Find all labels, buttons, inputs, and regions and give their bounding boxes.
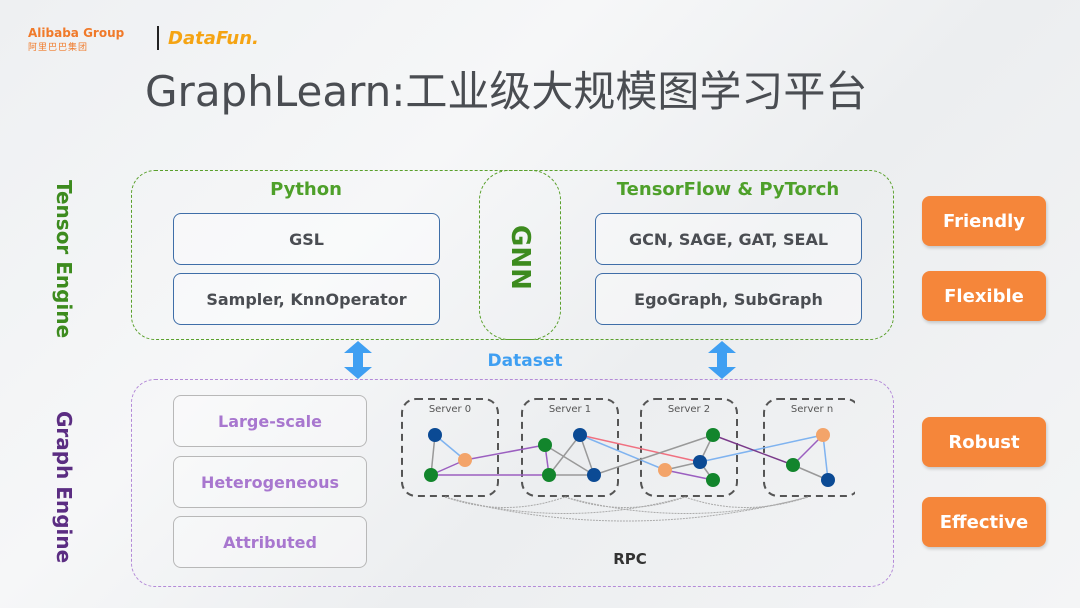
node	[816, 428, 830, 442]
python-heading: Python	[270, 179, 342, 200]
node	[573, 428, 587, 442]
feature-heterogeneous: Heterogeneous	[173, 456, 367, 508]
node	[658, 463, 672, 477]
node	[458, 453, 472, 467]
server-label: Server 0	[429, 404, 471, 415]
tensor-engine-label: Tensor Engine	[52, 180, 76, 339]
gsl-box: GSL	[173, 213, 440, 265]
node	[538, 438, 552, 452]
graph-nodes	[424, 428, 835, 487]
node	[428, 428, 442, 442]
property-robust[interactable]: Robust	[922, 417, 1046, 467]
property-flexible[interactable]: Flexible	[922, 271, 1046, 321]
rpc-label: RPC	[613, 550, 647, 568]
alibaba-logo-text: Alibaba Group	[28, 26, 125, 40]
node	[821, 473, 835, 487]
feature-large-scale: Large-scale	[173, 395, 367, 447]
logo-divider	[157, 26, 159, 50]
server-0-box	[401, 398, 499, 497]
server-2-box	[640, 398, 738, 497]
graph-engine-label: Graph Engine	[52, 411, 76, 564]
alibaba-logo-cn: 阿里巴巴集团	[28, 43, 89, 53]
dataset-arrow-left-icon	[344, 341, 372, 379]
node	[786, 458, 800, 472]
gnn-label: GNN	[505, 225, 535, 290]
server-label: Server 2	[668, 404, 710, 415]
dataset-label: Dataset	[487, 351, 563, 371]
node	[587, 468, 601, 482]
page-title: GraphLearn:工业级大规模图学习平台	[145, 67, 868, 116]
feature-attributed: Attributed	[173, 516, 367, 568]
server-1-box	[521, 398, 619, 497]
node	[706, 428, 720, 442]
egograph-box: EgoGraph, SubGraph	[595, 273, 862, 325]
node	[706, 473, 720, 487]
property-effective[interactable]: Effective	[922, 497, 1046, 547]
rpc-arcs	[444, 496, 809, 522]
alibaba-logo: Alibaba Group 阿里巴巴集团	[28, 26, 124, 53]
graph-edges	[430, 434, 829, 481]
datafun-logo: DataFun.	[168, 28, 259, 49]
models-box: GCN, SAGE, GAT, SEAL	[595, 213, 862, 265]
server-cluster-diagram: Server 0 Server 1 Server 2 Server n	[401, 398, 855, 522]
gnn-container	[479, 170, 561, 340]
dataset-arrow-right-icon	[708, 341, 736, 379]
node	[693, 455, 707, 469]
sampler-box: Sampler, KnnOperator	[173, 273, 440, 325]
property-friendly[interactable]: Friendly	[922, 196, 1046, 246]
graph-engine-container	[131, 379, 894, 587]
node	[542, 468, 556, 482]
server-label: Server 1	[549, 404, 591, 415]
frameworks-heading: TensorFlow & PyTorch	[616, 179, 840, 200]
server-label: Server n	[791, 404, 833, 415]
node	[424, 468, 438, 482]
